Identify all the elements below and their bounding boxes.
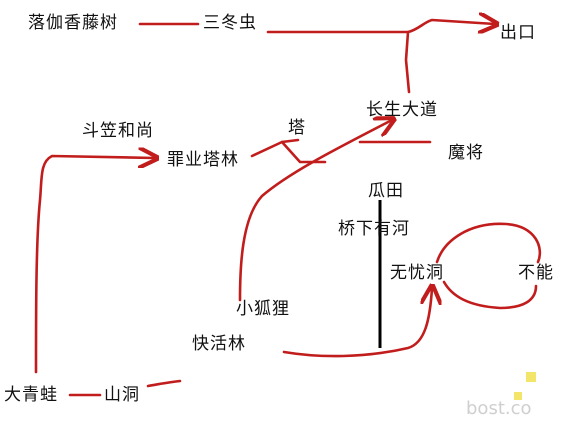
node-luojia-xiangteng-shu: 落伽香藤树 — [28, 13, 118, 33]
path-sandong-to-chukou — [266, 20, 495, 32]
path-talin-fork — [280, 140, 327, 164]
path-daqingwa-up — [34, 156, 155, 374]
node-kuaihuo-lin: 快活林 — [192, 334, 246, 354]
node-ta: 塔 — [288, 118, 306, 138]
watermark-box — [526, 372, 536, 382]
node-qiao-xia-you-he: 桥下有河 — [338, 219, 410, 239]
path-changsheng-up — [404, 30, 411, 94]
node-shan-dong: 山洞 — [104, 385, 140, 405]
node-gua-tian: 瓜田 — [368, 181, 404, 201]
node-da-qing-wa: 大青蛙 — [4, 385, 58, 405]
path-kuaihuo-to-wuyou — [282, 288, 432, 358]
watermark-box-2 — [514, 392, 522, 400]
watermark-text: bost.co — [466, 398, 532, 419]
node-san-dong-chong: 三冬虫 — [203, 13, 257, 33]
node-chukou: 出口 — [500, 23, 536, 43]
node-changsheng-dadao: 长生大道 — [366, 100, 438, 120]
node-mo-jiang: 魔将 — [448, 143, 484, 163]
node-xiao-huli: 小狐狸 — [236, 299, 290, 319]
path-xiaohuli-to-changsheng — [238, 120, 392, 302]
path-shandong-tail — [146, 379, 182, 388]
node-dou-li-he-shang: 斗笠和尚 — [82, 121, 154, 141]
node-bu-neng: 不能 — [518, 263, 554, 283]
path-wuyou-bu-neng-loop — [435, 222, 542, 310]
node-zuiye-talin: 罪业塔林 — [167, 150, 239, 170]
node-wu-you-dong: 无忧洞 — [390, 263, 444, 283]
